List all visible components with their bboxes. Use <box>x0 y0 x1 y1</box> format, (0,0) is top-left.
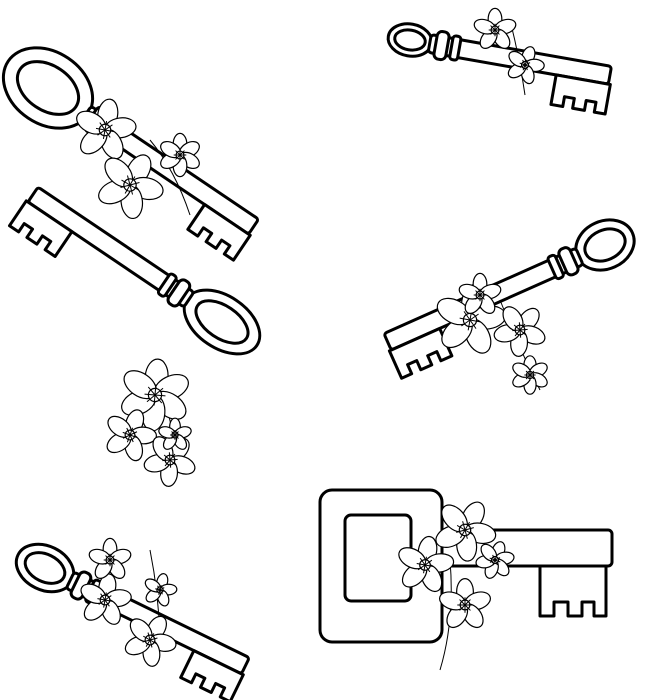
flower <box>80 573 132 625</box>
flower <box>473 7 517 49</box>
flower <box>106 409 157 462</box>
flower <box>493 306 546 357</box>
flower <box>458 272 502 314</box>
flower-stem <box>149 139 191 216</box>
key-middle-right <box>383 218 636 380</box>
flower <box>98 154 164 220</box>
flower <box>439 578 491 629</box>
key-middle-left <box>8 186 262 356</box>
flower <box>512 355 548 395</box>
flower <box>88 537 132 579</box>
flower <box>144 573 178 607</box>
flower <box>398 535 455 593</box>
flower <box>124 615 177 667</box>
flower <box>76 98 137 160</box>
flower <box>121 358 189 432</box>
flower <box>160 132 200 178</box>
flower <box>507 46 545 85</box>
flower <box>475 541 515 579</box>
flower <box>435 501 497 562</box>
flower <box>143 436 196 487</box>
flower <box>158 417 192 450</box>
